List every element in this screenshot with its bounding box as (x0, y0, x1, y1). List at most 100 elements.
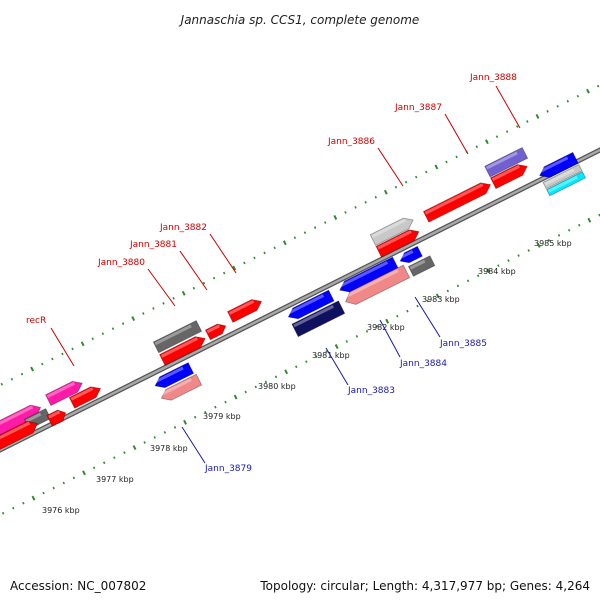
gene-label: Jann_3886 (327, 137, 375, 147)
tick-mark (163, 431, 167, 434)
tick-mark (30, 366, 35, 372)
feature-jann-3886-b-shape (375, 229, 420, 258)
genome-summary-text: Topology: circular; Length: 4,317,977 bp… (260, 579, 590, 593)
tick-mark (41, 362, 44, 366)
gene-labels: recRJann_3880Jann_3881Jann_3882Jann_3886… (26, 73, 521, 474)
tick-mark (153, 436, 156, 439)
tick-mark (172, 297, 175, 300)
feature-red-2-shape (46, 409, 67, 427)
feature-blue-1 (287, 289, 335, 320)
feature-jann-3879-b-highlight (160, 378, 192, 397)
feature-jann-3885-shape (407, 255, 436, 277)
feature-magenta-2-highlight (46, 381, 76, 398)
feature-jann-3882-a (204, 323, 227, 341)
tick-mark (282, 240, 287, 246)
tick-mark (111, 327, 115, 331)
feature-red-2 (46, 409, 67, 427)
feature-cyan-right-shape (546, 171, 587, 197)
tick-mark (516, 125, 519, 128)
reverse-tick-track (1, 213, 600, 515)
feature-blue-3 (399, 245, 423, 264)
feature-jann-3884 (343, 264, 411, 305)
feature-jann-3879-b-shape (160, 373, 203, 401)
tick-mark (253, 256, 256, 260)
tick-mark (557, 233, 561, 237)
tick-mark (435, 293, 440, 299)
tick-mark (425, 170, 428, 174)
feature-red-3-highlight (70, 387, 94, 401)
tick-mark (80, 341, 85, 347)
gene-label-leader (377, 147, 404, 187)
feature-jann-3885 (407, 255, 436, 277)
forward-tick-track (0, 84, 600, 386)
tick-mark (92, 466, 96, 470)
tick-mark (535, 113, 540, 119)
tick-mark (303, 231, 307, 234)
tick-mark (394, 185, 398, 189)
tick-mark (556, 104, 559, 108)
tick-mark (445, 160, 448, 164)
feature-jann-3880-highlight (154, 324, 192, 346)
gene-label: Jann_3887 (394, 103, 442, 113)
tick-mark (295, 365, 298, 369)
feature-blue-right (538, 151, 579, 178)
tick-mark (71, 347, 74, 351)
feature-jann-3882-b-shape (227, 299, 263, 323)
feature-red-1-highlight (0, 421, 31, 448)
gene-label: Jann_3880 (97, 258, 145, 268)
feature-blue-2-highlight (338, 261, 389, 288)
tick-mark (91, 337, 94, 341)
feature-magenta-2 (45, 380, 83, 407)
tick-mark (344, 211, 347, 214)
feature-jann-3881-shape (159, 336, 206, 366)
feature-gray-right-highlight (544, 168, 575, 186)
feature-red-1 (0, 420, 39, 457)
tick-mark (527, 249, 530, 252)
tick-mark (365, 330, 369, 333)
gene-label-leader (414, 296, 441, 338)
tick-mark (345, 340, 348, 343)
feature-blue-right-shape (539, 151, 579, 178)
feature-jann-3888-b (484, 146, 529, 178)
tick-mark (374, 195, 377, 199)
tick-mark (364, 200, 367, 204)
feature-jann-3886-b (375, 229, 420, 258)
tick-mark (131, 316, 136, 322)
tick-mark (406, 309, 409, 313)
tick-mark (333, 215, 338, 220)
tick-mark (576, 94, 580, 98)
gene-label-leader (444, 113, 469, 155)
tick-mark (284, 369, 289, 375)
tick-mark (354, 206, 357, 209)
tick-mark (31, 495, 36, 501)
tick-mark (293, 236, 297, 240)
tick-mark (587, 217, 592, 223)
tick-mark (202, 281, 206, 285)
tick-mark (162, 302, 165, 305)
feature-jann-3880-shape (152, 320, 203, 354)
tick-mark (586, 88, 590, 94)
tick-mark (485, 139, 489, 145)
tick-mark (475, 145, 479, 149)
feature-jann-3879 (153, 362, 195, 389)
tick-mark (466, 279, 470, 283)
feature-jann-3883 (291, 300, 346, 338)
map-title: Jannaschia sp. CCS1, complete genome (179, 13, 420, 27)
gene-features (0, 146, 587, 457)
feature-jann-3888-highlight (491, 164, 521, 182)
gene-label: Jann_3881 (129, 240, 177, 250)
tick-mark (232, 265, 237, 271)
tick-mark (566, 99, 569, 103)
tick-mark (113, 456, 116, 460)
feature-blue-right-highlight (538, 156, 569, 174)
tick-mark (305, 360, 308, 364)
tick-mark (517, 254, 520, 257)
feature-jann-3884-shape (345, 264, 411, 305)
tick-mark (547, 239, 551, 242)
feature-jann-3888-b-shape (484, 146, 529, 178)
gene-label: Jann_3888 (469, 73, 517, 83)
feature-jann-3886 (369, 217, 414, 246)
